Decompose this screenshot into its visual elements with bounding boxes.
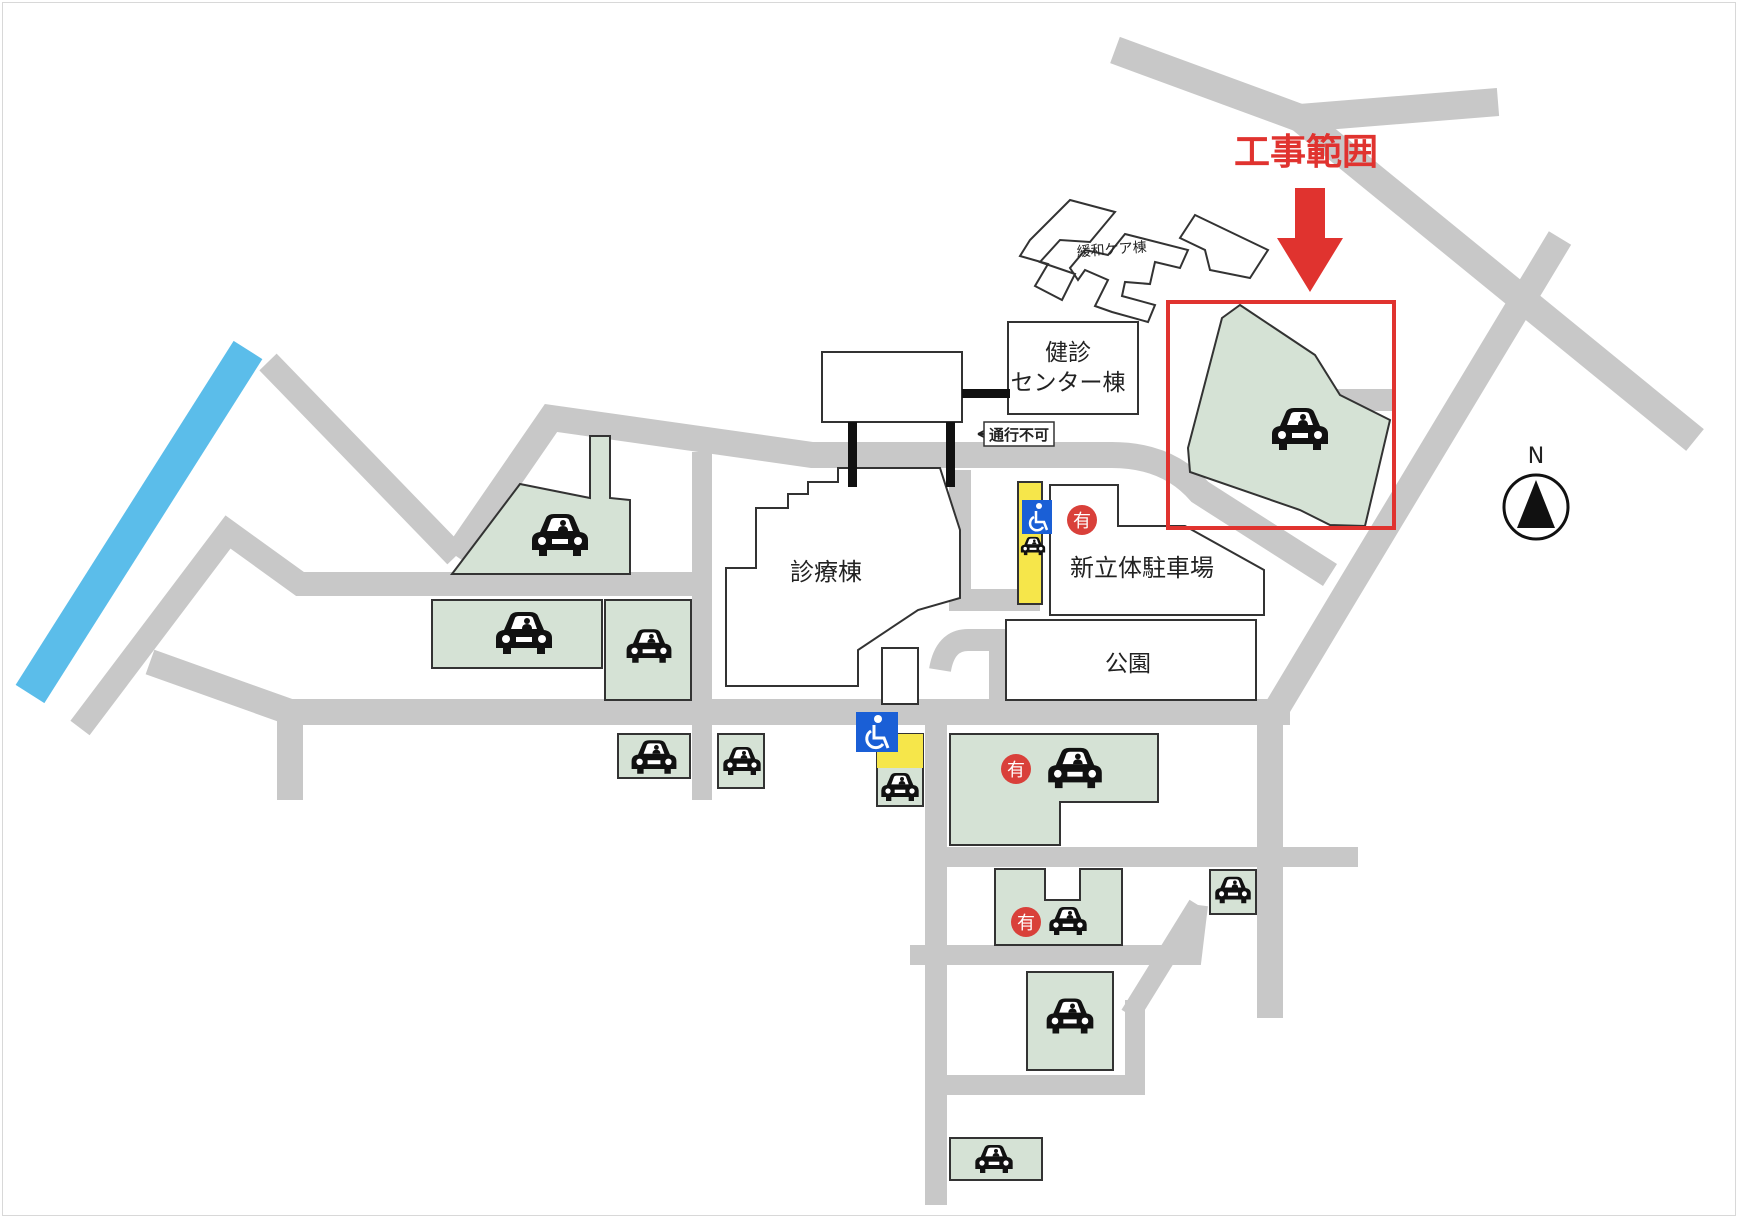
checkup-center-label-2: センター棟 — [1011, 370, 1126, 396]
palliative-care-building — [1068, 232, 1190, 324]
down-arrow-icon — [1277, 188, 1343, 292]
park-label: 公園 — [1105, 651, 1151, 677]
road-south-diagonal — [1121, 899, 1207, 1021]
clinical-building-label: 診療棟 — [790, 558, 862, 586]
clinical-building — [725, 467, 961, 687]
paid-badge: 有 — [1001, 754, 1031, 784]
road-northeast — [1291, 107, 1704, 451]
road-inner-loop — [949, 470, 1040, 611]
checkup-center-building — [1007, 321, 1139, 415]
river — [15, 340, 263, 704]
checkup-center-label-1: 健診 — [1045, 340, 1091, 366]
compass-north-label: N — [1528, 444, 1544, 469]
construction-area-highlight — [1166, 300, 1396, 530]
corridors — [848, 389, 1010, 487]
paid-badges: 有 有 有 — [1001, 505, 1097, 937]
road-inner-stub — [929, 629, 1011, 712]
road-central — [445, 403, 1337, 586]
new-parking-structure — [1049, 484, 1265, 616]
parking-lot-paid-main — [949, 733, 1159, 846]
wheelchair-icon — [856, 712, 898, 752]
wheelchair-icon — [1022, 500, 1052, 534]
compass-icon: N — [1502, 444, 1570, 541]
no-entry-label: 通行不可 — [989, 426, 1049, 444]
svg-text:有: 有 — [1017, 913, 1035, 934]
park — [1005, 619, 1257, 701]
construction-label: 工事範囲 — [1234, 132, 1378, 173]
buildings — [725, 198, 1270, 705]
paid-badge: 有 — [1067, 505, 1097, 535]
svg-text:有: 有 — [1007, 760, 1025, 781]
road-north — [1110, 36, 1500, 133]
new-parking-label: 新立体駐車場 — [1070, 554, 1214, 582]
road-east — [1257, 231, 1572, 1018]
svg-text:有: 有 — [1073, 511, 1091, 532]
road-northwest — [259, 353, 465, 565]
palliative-care-label: 緩和ケア棟 — [1076, 240, 1147, 261]
roads — [70, 36, 1704, 1205]
road-south-3 — [936, 1000, 1145, 1095]
no-entry-sign: 通行不可 — [977, 421, 1055, 447]
road-west-upper — [70, 515, 702, 736]
paid-badge: 有 — [1011, 907, 1041, 937]
annex-building — [821, 351, 963, 423]
